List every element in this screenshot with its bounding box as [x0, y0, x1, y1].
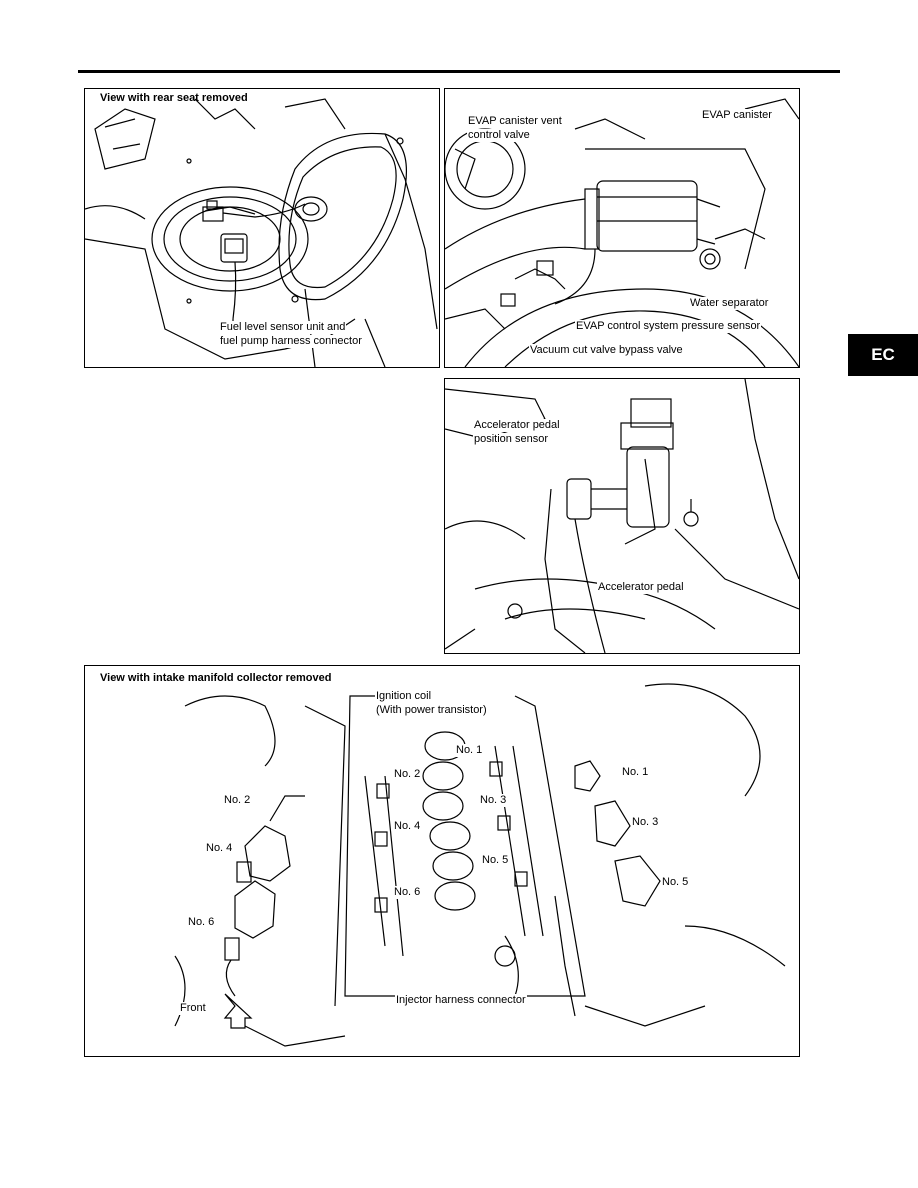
no1-injector-label: No. 1 — [455, 744, 484, 757]
panel-fuel-level-sensor: View with rear seat removed Fuel level s… — [84, 88, 440, 368]
header-rule — [78, 70, 840, 73]
no4-coil-label: No. 4 — [205, 842, 234, 855]
panel-title: View with intake manifold collector remo… — [100, 672, 332, 684]
panel-evap-canister: EVAP canister EVAP canister vent control… — [444, 88, 800, 368]
pressure-sensor-label: EVAP control system pressure sensor — [575, 320, 762, 333]
no3-coil-label: No. 3 — [631, 816, 660, 829]
no6-injector-label: No. 6 — [393, 886, 422, 899]
fuel-sensor-callout-line2: fuel pump harness connector — [219, 335, 363, 348]
panel-accelerator-pedal: Accelerator pedal position sensor Accele… — [444, 378, 800, 654]
no3-injector-label: No. 3 — [479, 794, 508, 807]
panel-intake-manifold: View with intake manifold collector remo… — [84, 665, 800, 1057]
panel-title: View with rear seat removed — [100, 92, 248, 104]
evap-canister-label: EVAP canister — [701, 109, 773, 122]
water-separator-label: Water separator — [689, 297, 770, 310]
engine-illustration — [174, 683, 786, 1047]
no4-injector-label: No. 4 — [393, 820, 422, 833]
no5-coil-label: No. 5 — [661, 876, 690, 889]
front-label: Front — [179, 1002, 207, 1015]
section-tab: EC — [848, 334, 918, 376]
vent-valve-label-line2: control valve — [467, 129, 531, 142]
injector-connector-label: Injector harness connector — [395, 994, 527, 1007]
app-sensor-label-line2: position sensor — [473, 433, 549, 446]
no1-coil-label: No. 1 — [621, 766, 650, 779]
accelerator-pedal-label: Accelerator pedal — [597, 581, 685, 594]
ignition-coil-label-line1: Ignition coil — [375, 690, 433, 703]
no6-coil-label: No. 6 — [187, 916, 216, 929]
ignition-coil-label-line2: (With power transistor) — [375, 704, 488, 717]
fuel-sensor-callout-line1: Fuel level sensor unit and — [219, 321, 347, 334]
vent-valve-label-line1: EVAP canister vent — [467, 115, 563, 128]
app-sensor-label-line1: Accelerator pedal — [473, 419, 561, 432]
fuel-pump-illustration — [85, 98, 438, 367]
no2-injector-label: No. 2 — [393, 768, 422, 781]
no5-injector-label: No. 5 — [481, 854, 510, 867]
no2-coil-label: No. 2 — [223, 794, 252, 807]
vacuum-cut-valve-label: Vacuum cut valve bypass valve — [529, 344, 684, 357]
